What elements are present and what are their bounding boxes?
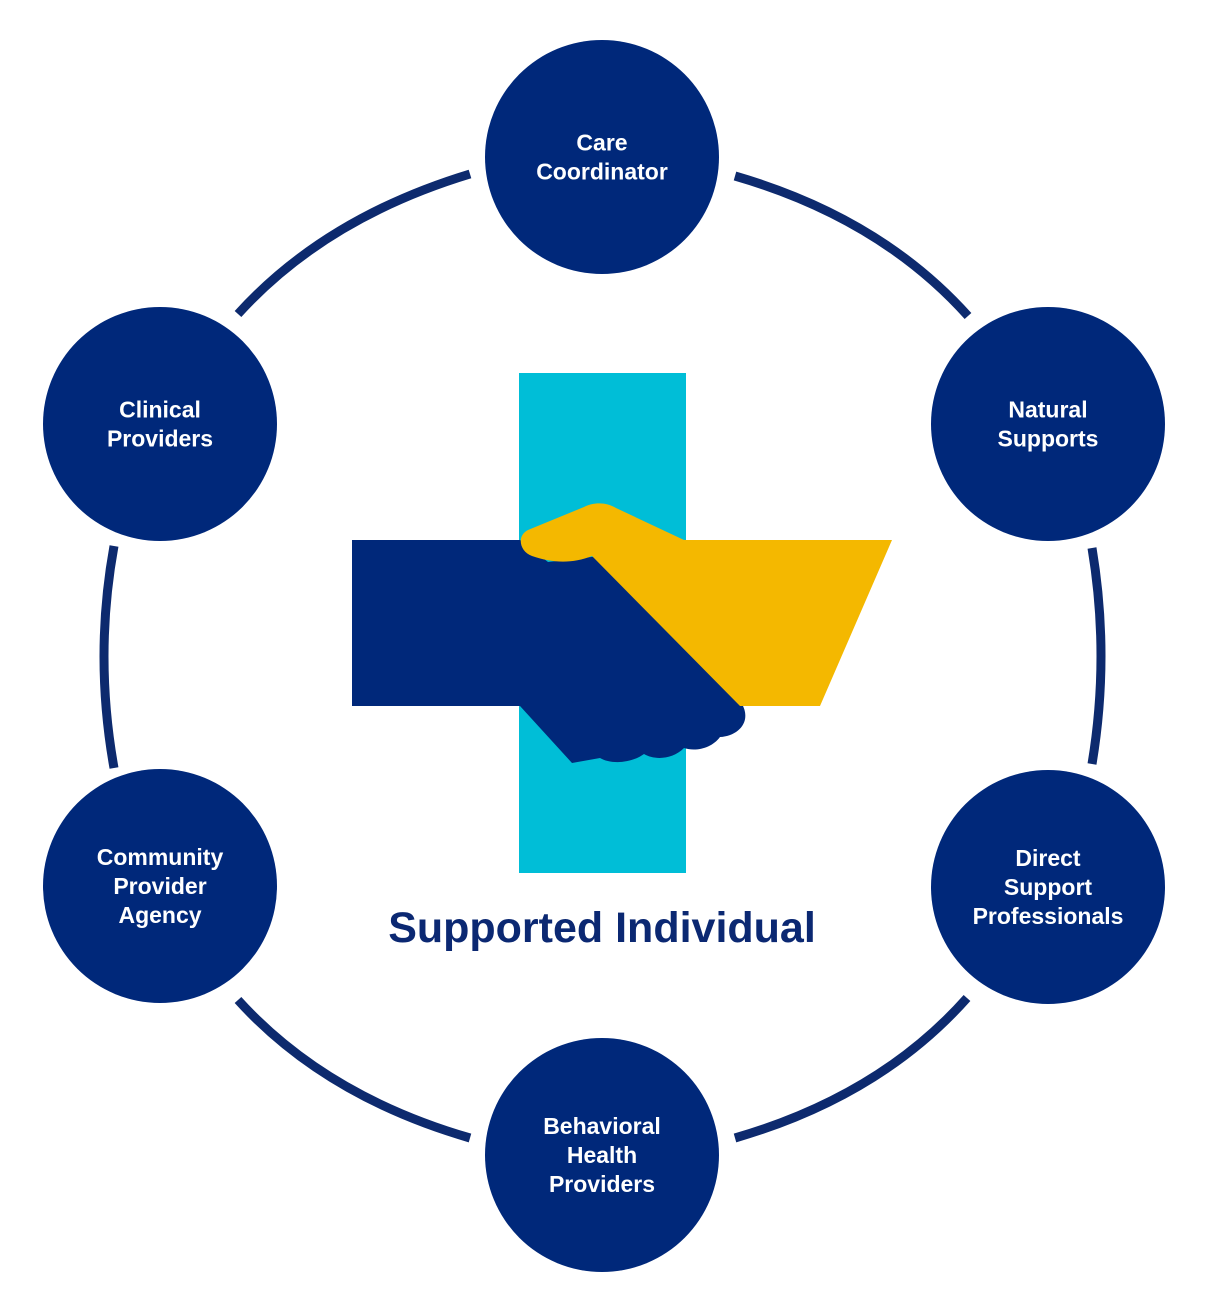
node-circle [931,770,1165,1004]
connection-ring [99,169,1106,1143]
node-label-line: Community [97,844,224,870]
stakeholder-nodes: CareCoordinatorNaturalSupportsDirectSupp… [43,40,1165,1272]
node-label-line: Care [576,130,627,156]
node-label-line: Natural [1008,397,1087,423]
node-circle [485,40,719,274]
node-circle [931,307,1165,541]
node-label-line: Providers [549,1171,655,1197]
ring-arc-right [1087,547,1106,765]
node-label-line: Provider [113,873,206,899]
ring-arc-top-right [733,171,972,320]
node-label-line: Coordinator [536,159,668,185]
node-label-line: Direct [1015,845,1081,871]
center-label: Supported Individual [388,904,816,952]
node-circle [43,307,277,541]
ring-arc-bottom-right [733,995,971,1143]
navy-hand [352,540,746,763]
ring-arc-bottom-left [234,996,472,1143]
node-label-line: Clinical [119,397,201,423]
node-label-line: Supports [998,426,1099,452]
node-label-line: Agency [118,902,201,928]
node-circle [485,1038,719,1272]
node-label-line: Health [567,1142,637,1168]
gold-hand [520,503,892,706]
node-circle [43,769,277,1003]
ring-arc-top-left [234,169,472,318]
node-label-line: Behavioral [543,1113,661,1139]
node-label-line: Providers [107,426,213,452]
node-label-line: Support [1004,874,1092,900]
handshake-cross-icon [352,373,892,873]
node-label-line: Professionals [973,903,1124,929]
ring-arc-left [99,545,119,769]
